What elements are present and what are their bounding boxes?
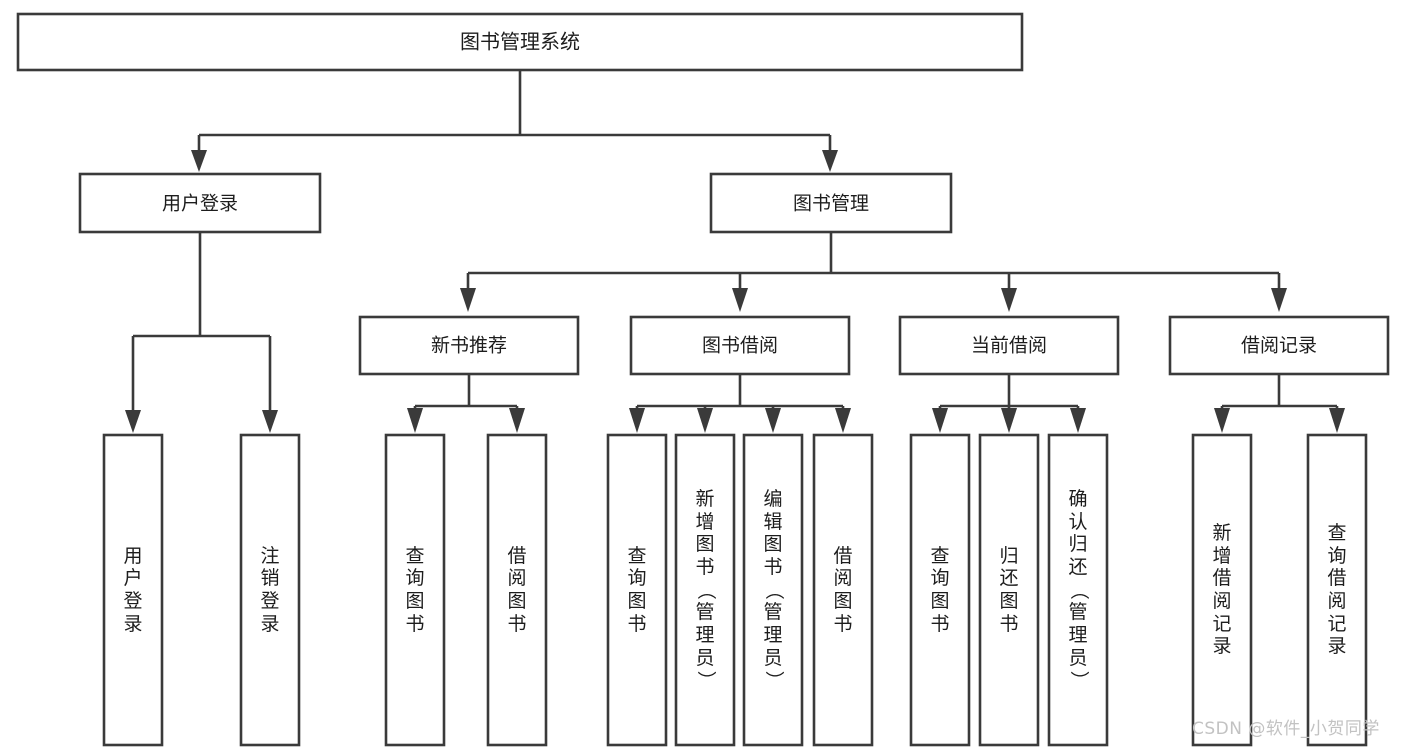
level3-label-3: 借阅记录 <box>1241 335 1317 357</box>
connector-new-book-recommend-to-leaves <box>407 374 525 433</box>
leaf-box-book-borrow-2[interactable] <box>742 433 804 747</box>
root-box[interactable] <box>16 12 1024 72</box>
connector-user-login-to-leaves <box>125 232 278 433</box>
node-book-borrow[interactable]: 图书借阅 <box>629 315 851 376</box>
arrow-head-icon <box>1329 408 1345 433</box>
level2-label-1: 图书管理 <box>793 193 869 215</box>
level3-box-0[interactable] <box>358 315 580 376</box>
node-borrow-record[interactable]: 借阅记录 <box>1168 315 1390 376</box>
arrow-head-icon <box>460 288 476 312</box>
level2-label-0: 用户登录 <box>162 193 238 215</box>
arrow-head-icon <box>1214 408 1230 433</box>
leaf-box-user-login-0[interactable] <box>102 433 164 747</box>
arrow-head-icon <box>407 408 423 433</box>
level3-label-0: 新书推荐 <box>431 335 507 357</box>
arrow-head-icon <box>509 408 525 433</box>
node-user-login[interactable]: 用户登录 <box>78 172 322 234</box>
leaf-box-book-borrow-0[interactable] <box>606 433 668 747</box>
arrow-head-icon <box>191 150 207 172</box>
level3-box-2[interactable] <box>898 315 1120 376</box>
leaf-box-current-borrow-1[interactable] <box>978 433 1040 747</box>
leaf-box-new-book-recommend-0[interactable] <box>384 433 446 747</box>
node-root[interactable]: 图书管理系统 <box>16 12 1024 72</box>
arrow-head-icon <box>125 410 141 433</box>
leaf-box-user-login-1[interactable] <box>239 433 301 747</box>
connector-current-borrow-to-leaves <box>932 374 1086 433</box>
leaf-box-book-borrow-3[interactable] <box>812 433 874 747</box>
root-label: 图书管理系统 <box>460 30 580 54</box>
leaf-box-borrow-record-1[interactable] <box>1306 433 1368 747</box>
leaf-box-current-borrow-0[interactable] <box>909 433 971 747</box>
arrow-head-icon <box>262 410 278 433</box>
level3-label-2: 当前借阅 <box>971 335 1047 357</box>
arrow-head-icon <box>1271 288 1287 312</box>
csdn-watermark: CSDN @软件_小贺同学 <box>1192 719 1380 739</box>
leaf-box-new-book-recommend-1[interactable] <box>486 433 548 747</box>
arrow-head-icon <box>835 408 851 433</box>
arrow-head-icon <box>629 408 645 433</box>
leaf-box-borrow-record-0[interactable] <box>1191 433 1253 747</box>
node-new-book-recommend[interactable]: 新书推荐 <box>358 315 580 376</box>
arrow-head-icon <box>697 408 713 433</box>
level3-label-1: 图书借阅 <box>702 335 778 357</box>
connector-root-to-level2 <box>191 70 838 172</box>
connector-book-borrow-to-leaves <box>629 374 851 433</box>
leaf-box-current-borrow-2[interactable] <box>1047 433 1109 747</box>
leaf-box-book-borrow-1[interactable] <box>674 433 736 747</box>
arrow-head-icon <box>732 288 748 312</box>
arrow-head-icon <box>1070 408 1086 433</box>
arrow-head-icon <box>1001 288 1017 312</box>
arrow-head-icon <box>765 408 781 433</box>
arrow-head-icon <box>822 150 838 172</box>
connector-book-management-to-level3 <box>460 232 1287 312</box>
arrow-head-icon <box>932 408 948 433</box>
connector-borrow-record-to-leaves <box>1214 374 1345 433</box>
node-current-borrow[interactable]: 当前借阅 <box>898 315 1120 376</box>
level2-box-0[interactable] <box>78 172 322 234</box>
arrow-head-icon <box>1001 408 1017 433</box>
node-book-management[interactable]: 图书管理 <box>709 172 953 234</box>
